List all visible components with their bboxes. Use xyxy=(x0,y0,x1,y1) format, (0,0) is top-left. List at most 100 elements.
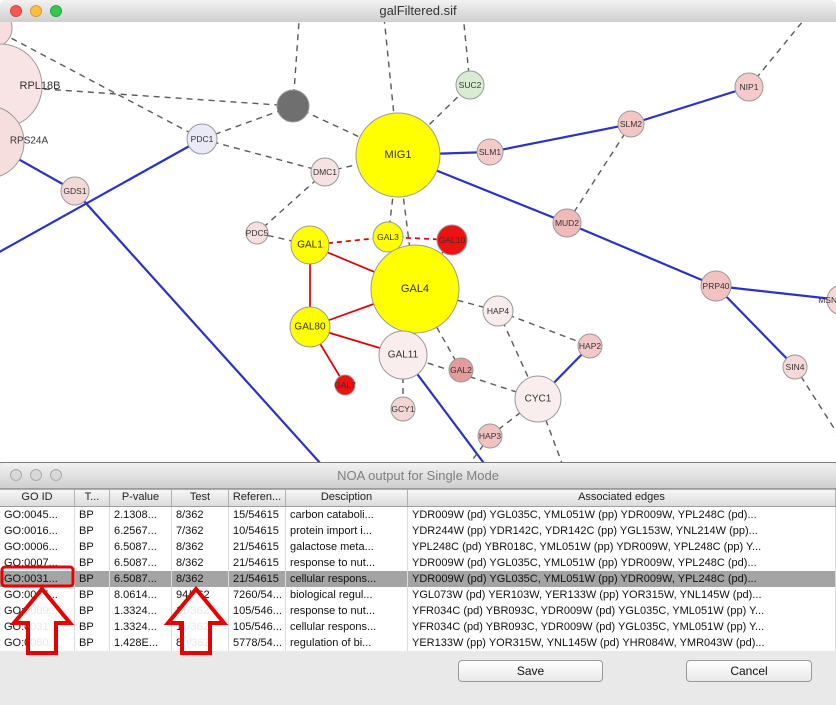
edge-hap4-hap2[interactable] xyxy=(497,310,591,347)
edge-slm2-nip1[interactable] xyxy=(630,85,750,126)
node-PRP40[interactable] xyxy=(700,270,732,302)
node-GAL1[interactable] xyxy=(290,225,330,265)
table-cell: biological regul... xyxy=(286,587,408,603)
node-PDC5[interactable] xyxy=(245,221,269,245)
node-PDC1[interactable] xyxy=(186,123,218,155)
column-header-t-[interactable]: T... xyxy=(75,490,110,506)
edge-rpl18b-gray_node[interactable] xyxy=(0,85,294,107)
table-cell: BP xyxy=(75,635,110,651)
node-GAL10[interactable] xyxy=(436,224,468,256)
table-cell: GO:0006... xyxy=(0,539,75,555)
table-cell: BP xyxy=(75,587,110,603)
node-MUD2[interactable] xyxy=(552,208,582,238)
column-header-p-value[interactable]: P-value xyxy=(110,490,172,506)
node-RPL18B[interactable] xyxy=(0,43,43,129)
edge-nip1-a4[interactable] xyxy=(748,22,812,88)
table-cell: 1.3324... xyxy=(110,603,172,619)
zoom-button-icon[interactable] xyxy=(50,469,62,481)
edge-gds1-a6[interactable] xyxy=(74,190,330,462)
table-cell: BP xyxy=(75,507,110,523)
node-GAL3[interactable] xyxy=(372,221,404,253)
table-cell: 21/54615 xyxy=(229,555,286,571)
node-HAP2[interactable] xyxy=(577,333,603,359)
table-cell: 8/362 xyxy=(172,507,229,523)
node-GCY1[interactable] xyxy=(390,396,416,422)
edge-pdc1-dmc1[interactable] xyxy=(201,138,326,173)
zoom-button-icon[interactable] xyxy=(50,5,62,17)
node-CYC1[interactable] xyxy=(514,375,562,423)
edge-pdc1-a5[interactable] xyxy=(0,138,203,260)
edge-prp40-sin4[interactable] xyxy=(715,285,796,368)
node-GAL7[interactable] xyxy=(334,374,356,396)
cancel-button[interactable]: Cancel xyxy=(686,660,812,682)
edge-dmc1-pdc5[interactable] xyxy=(256,171,326,234)
node-SIN4[interactable] xyxy=(782,354,808,380)
edge-sin4-a10[interactable] xyxy=(794,366,836,447)
column-header-desciption[interactable]: Desciption xyxy=(286,490,408,506)
node-MSN5[interactable] xyxy=(826,285,836,315)
table-cell: protein import i... xyxy=(286,523,408,539)
edge-gray_node-mig1[interactable] xyxy=(292,105,399,156)
column-header-test[interactable]: Test xyxy=(172,490,229,506)
column-header-referen-[interactable]: Referen... xyxy=(229,490,286,506)
node-GAL80[interactable] xyxy=(289,306,331,348)
node-DMC1[interactable] xyxy=(310,157,340,187)
column-header-go-id[interactable]: GO ID xyxy=(0,490,75,506)
node-SLM1[interactable] xyxy=(476,138,504,166)
node-MIG1[interactable] xyxy=(355,112,441,198)
node-NIP1[interactable] xyxy=(734,72,764,102)
minimize-button-icon[interactable] xyxy=(30,5,42,17)
save-button[interactable]: Save xyxy=(458,660,603,682)
table-cell: 21/54615 xyxy=(229,539,286,555)
table-cell: GO:0045... xyxy=(0,507,75,523)
column-header-associated-edges[interactable]: Associated edges xyxy=(408,490,836,506)
noa-window-titlebar[interactable]: NOA output for Single Mode xyxy=(0,463,836,489)
node-GAL2[interactable] xyxy=(448,357,474,383)
table-cell: 8.0614... xyxy=(110,587,172,603)
table-cell: 6.2567... xyxy=(110,523,172,539)
node-HAP4[interactable] xyxy=(482,295,514,327)
table-cell: 8/362 xyxy=(172,539,229,555)
table-cell: YDR009W (pd) YGL035C, YML051W (pp) YDR00… xyxy=(408,555,836,571)
edge-slm1-slm2[interactable] xyxy=(489,122,632,154)
table-cell: BP xyxy=(75,603,110,619)
edge-hap3-a9[interactable] xyxy=(462,435,491,462)
node-GAL11[interactable] xyxy=(378,330,428,380)
table-cell: response to nut... xyxy=(286,555,408,571)
minimize-button-icon[interactable] xyxy=(30,469,42,481)
node-gray_node[interactable] xyxy=(276,89,310,123)
table-cell: 94/362 xyxy=(172,587,229,603)
table-cell: YFR034C (pd) YBR093C, YDR009W (pd) YGL03… xyxy=(408,619,836,635)
node-GAL4[interactable] xyxy=(370,244,460,334)
table-cell: carbon cataboli... xyxy=(286,507,408,523)
network-window-titlebar[interactable]: galFiltered.sif xyxy=(0,0,836,23)
node-RPS24A[interactable] xyxy=(0,106,25,178)
close-button-icon[interactable] xyxy=(10,469,22,481)
table-cell: BP xyxy=(75,619,110,635)
table-cell: response to nut... xyxy=(286,603,408,619)
edge-prp40-msn[interactable] xyxy=(715,284,836,301)
edge-slm2-mud2[interactable] xyxy=(566,123,632,224)
table-cell: GO:0065... xyxy=(0,587,75,603)
network-canvas[interactable]: RPL18BRPS24AGDS1PDC1DMC1MIG1SUC2SLM1SLM2… xyxy=(0,22,836,462)
window-title: galFiltered.sif xyxy=(379,3,457,18)
node-corner[interactable] xyxy=(0,22,13,48)
edge-gray_node-a1[interactable] xyxy=(292,22,300,107)
edge-mud2-prp40[interactable] xyxy=(566,221,717,288)
node-HAP3[interactable] xyxy=(477,423,503,449)
node-SUC2[interactable] xyxy=(455,70,485,100)
close-button-icon[interactable] xyxy=(10,5,22,17)
node-GDS1[interactable] xyxy=(60,176,90,206)
node-SLM2[interactable] xyxy=(617,110,645,138)
